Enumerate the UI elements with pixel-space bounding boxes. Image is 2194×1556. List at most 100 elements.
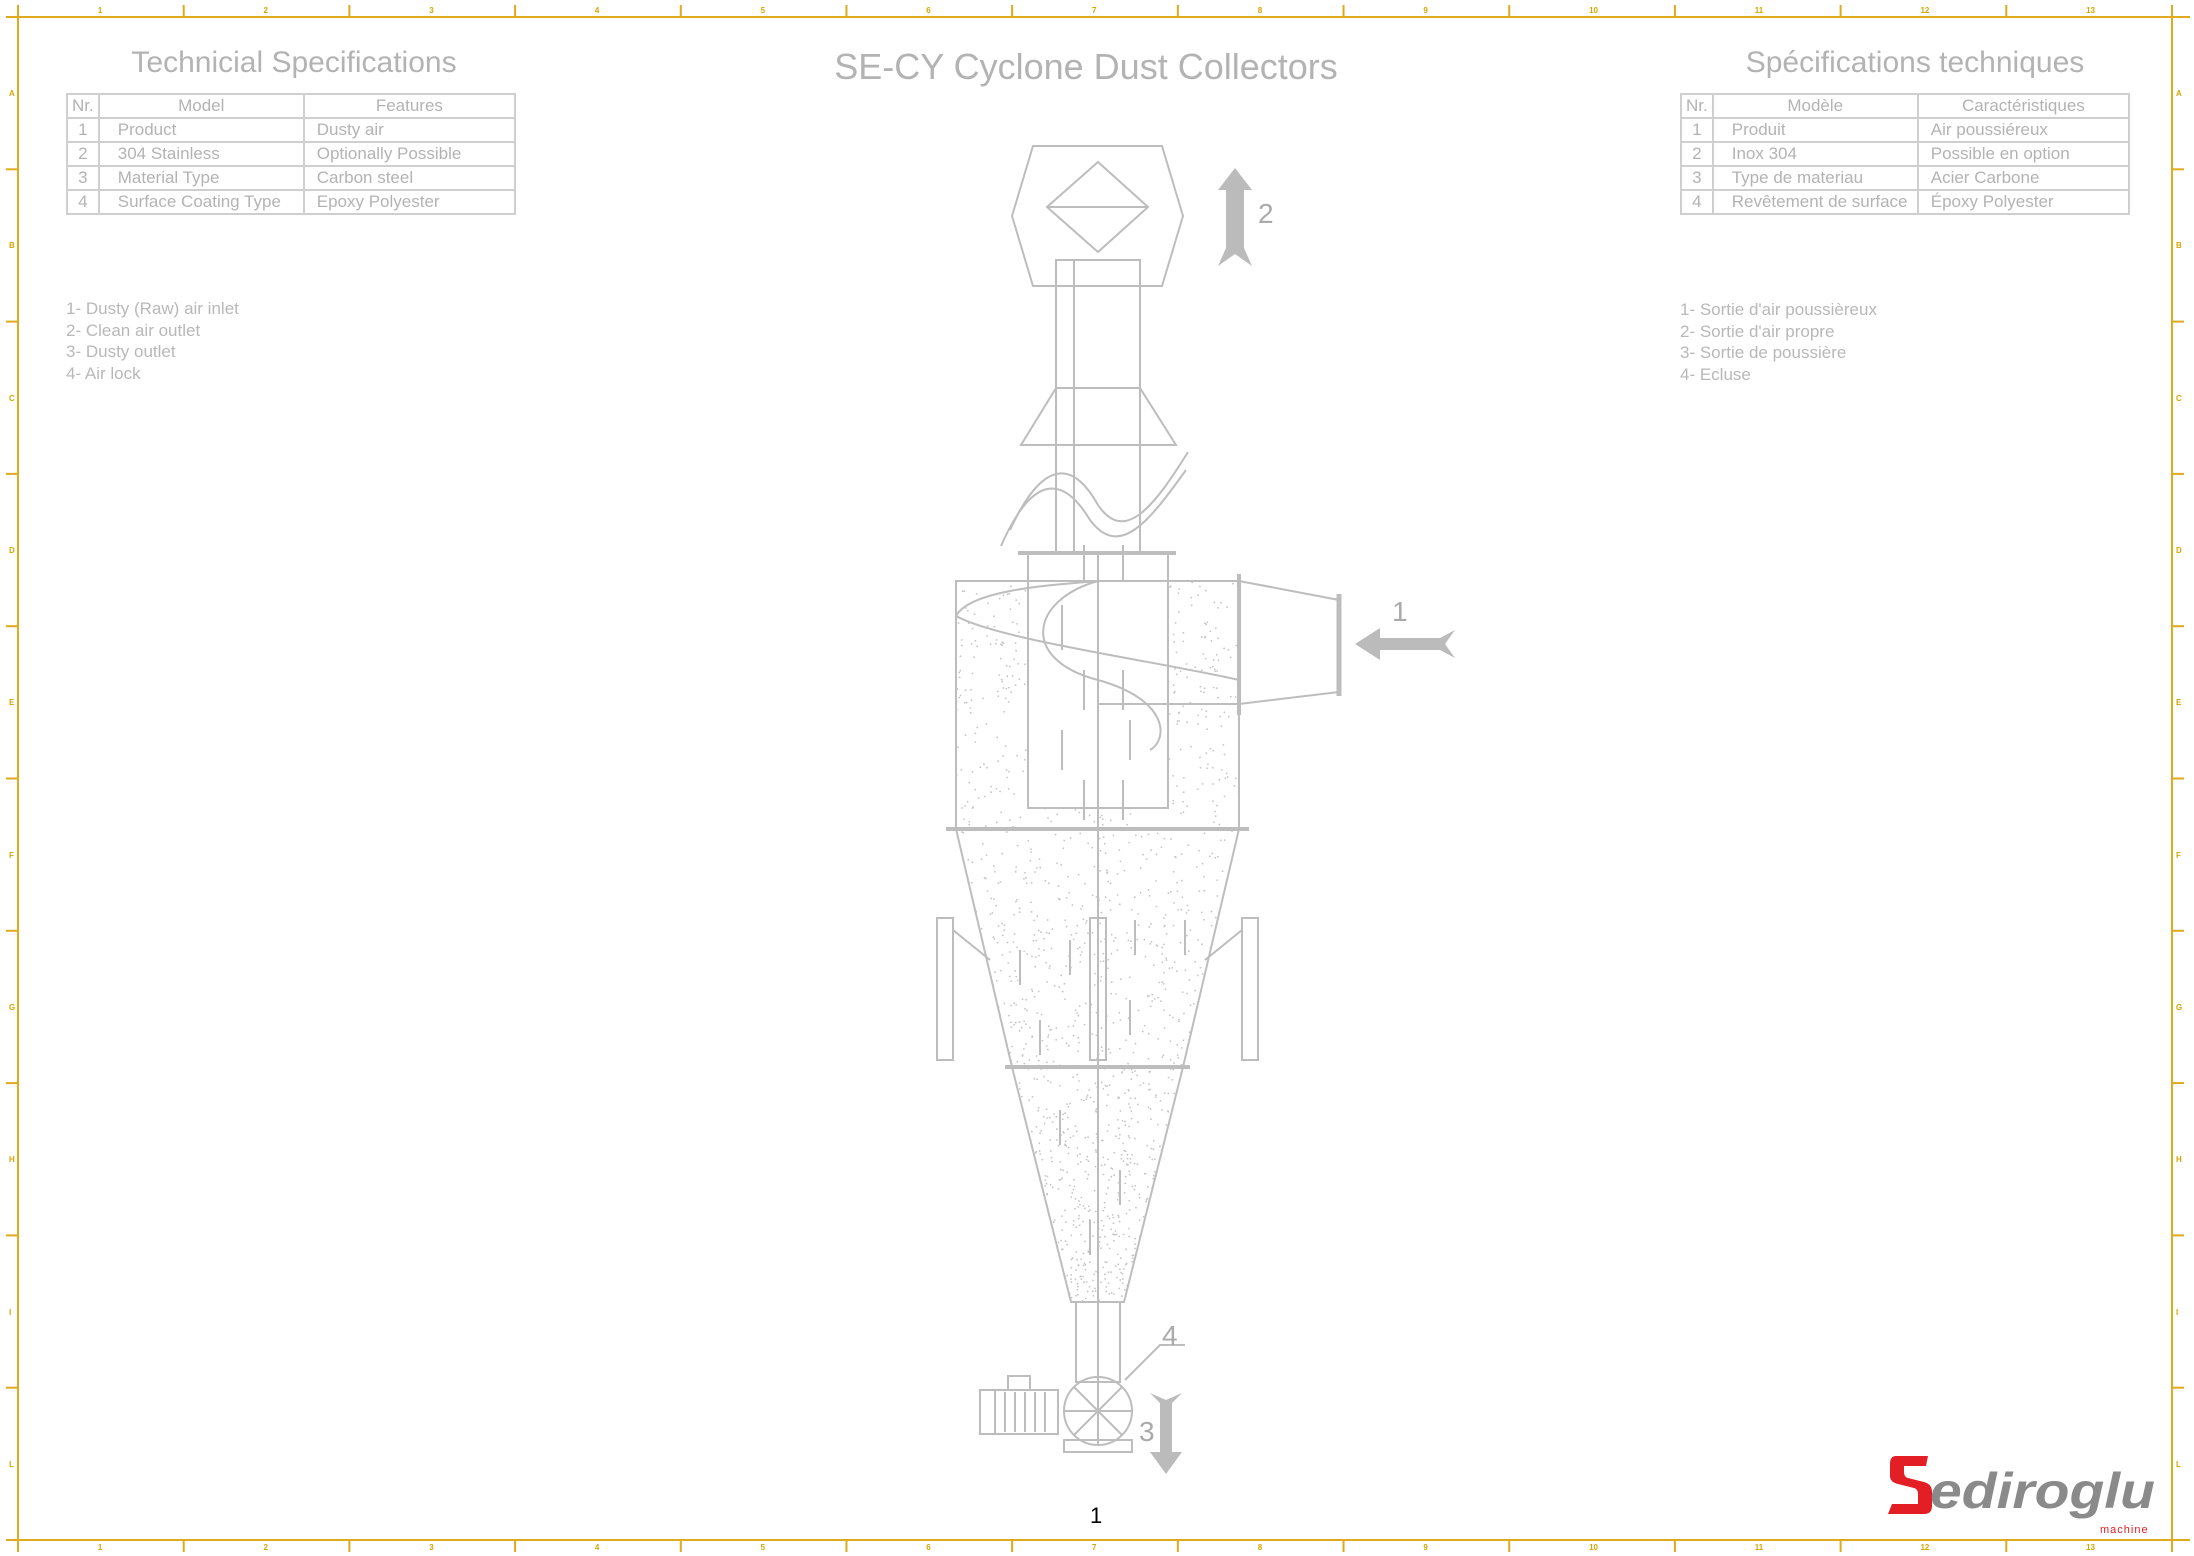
dust-dot xyxy=(1000,678,1003,681)
dust-dot xyxy=(1056,813,1059,816)
dust-dot xyxy=(958,676,961,679)
dust-dot xyxy=(1045,1045,1048,1047)
dust-dot xyxy=(1113,1293,1115,1295)
dust-dot xyxy=(1110,992,1113,995)
dust-dot xyxy=(1002,687,1005,689)
dust-dot xyxy=(1024,749,1027,751)
dust-dot xyxy=(1109,882,1112,885)
dust-dot xyxy=(1108,1217,1111,1220)
dust-dot xyxy=(1126,1153,1129,1156)
dust-dot xyxy=(1174,622,1177,624)
dust-dot xyxy=(1129,1106,1131,1109)
dust-dot xyxy=(1173,1062,1175,1064)
dust-dot xyxy=(1176,890,1179,893)
logo-graphic: ediroglu machine xyxy=(1888,1456,2155,1536)
dust-dot xyxy=(1150,923,1152,925)
dust-dot xyxy=(1186,721,1188,724)
dust-dot xyxy=(1128,1136,1131,1139)
dust-dot xyxy=(962,818,965,821)
dust-dot xyxy=(1013,933,1016,935)
dust-dot xyxy=(1010,585,1012,588)
dust-dot xyxy=(1171,1079,1174,1081)
dust-dot xyxy=(1107,1271,1110,1273)
dust-dot xyxy=(1009,951,1011,953)
dust-dot xyxy=(966,609,969,612)
dust-dot xyxy=(1044,1175,1047,1177)
dust-dot xyxy=(1045,1108,1048,1111)
dust-dot xyxy=(1064,1209,1066,1212)
dust-dot xyxy=(1045,931,1048,934)
dust-dot xyxy=(1091,1033,1094,1035)
dust-dot xyxy=(993,615,995,618)
dust-dot xyxy=(1115,993,1117,995)
left-spec-title: Technicial Specifications xyxy=(131,46,457,79)
dust-dot xyxy=(1212,665,1214,668)
dust-dot xyxy=(1182,631,1185,634)
dust-dot xyxy=(1167,1092,1170,1095)
dust-dot xyxy=(1102,1156,1105,1159)
dust-dot xyxy=(1200,636,1203,638)
dust-dot xyxy=(991,912,994,914)
dust-dot xyxy=(1080,908,1082,910)
grid-column-label: 13 xyxy=(2086,1543,2096,1552)
dust-dot xyxy=(1010,1021,1012,1024)
dust-dot xyxy=(1064,1221,1067,1223)
dust-dot xyxy=(1147,1058,1150,1060)
dust-dot xyxy=(1116,1119,1119,1121)
dust-dot xyxy=(1003,710,1006,713)
dust-dot xyxy=(1106,1085,1109,1088)
dust-dot xyxy=(1227,715,1230,718)
cell-nr: 2 xyxy=(1680,141,1714,167)
dust-dot xyxy=(1025,998,1028,1001)
page-number: 1 xyxy=(1090,1503,1103,1528)
dust-dot xyxy=(1084,1002,1087,1005)
dust-dot xyxy=(1016,979,1019,982)
dust-dot xyxy=(1006,776,1008,779)
dust-dot xyxy=(1172,1068,1175,1071)
dust-dot xyxy=(983,763,985,766)
dust-dot xyxy=(1066,1171,1069,1174)
dust-dot xyxy=(1013,913,1015,916)
dust-dot xyxy=(1145,1200,1147,1203)
dust-dot xyxy=(1130,1110,1133,1112)
dust-dot xyxy=(1123,869,1126,872)
dust-dot xyxy=(1156,832,1159,835)
dust-dot xyxy=(1033,919,1035,922)
dust-dot xyxy=(1224,777,1227,780)
dust-dot xyxy=(1024,663,1026,666)
dust-dot xyxy=(1073,1178,1075,1181)
dust-dot xyxy=(1010,691,1013,694)
dust-dot xyxy=(1128,1235,1131,1238)
dust-dot xyxy=(1072,1188,1075,1191)
dust-dot xyxy=(971,807,974,809)
dust-dot xyxy=(1003,1002,1006,1005)
dust-dot xyxy=(1192,1002,1195,1005)
dust-dot xyxy=(1099,960,1102,963)
dusty-air-inlet-arrow xyxy=(1355,628,1455,660)
dust-dot xyxy=(961,590,964,593)
dust-dot xyxy=(996,941,999,944)
header-model: Modèle xyxy=(1711,93,1919,119)
dust-dot xyxy=(1137,1009,1140,1012)
dust-dot xyxy=(1080,1099,1083,1101)
dust-dot xyxy=(1143,938,1146,941)
dust-dot xyxy=(1139,867,1142,870)
dust-dot xyxy=(1138,1196,1141,1199)
dust-dot xyxy=(1102,1266,1105,1269)
dust-dot xyxy=(1117,1192,1120,1194)
dust-dot xyxy=(1170,838,1172,840)
dust-dot xyxy=(1173,1092,1176,1095)
dust-dot xyxy=(1018,1021,1021,1023)
dust-dot xyxy=(1081,905,1084,907)
dust-dot xyxy=(1099,1236,1102,1238)
dust-dot xyxy=(1070,1281,1073,1283)
dust-dot xyxy=(1074,1020,1077,1022)
dust-dot xyxy=(1007,962,1010,964)
dust-dot xyxy=(1235,644,1238,647)
dust-dot xyxy=(1055,1115,1058,1118)
dust-dot xyxy=(974,639,977,642)
dust-dot xyxy=(957,746,959,749)
dust-dot xyxy=(1078,1005,1081,1007)
